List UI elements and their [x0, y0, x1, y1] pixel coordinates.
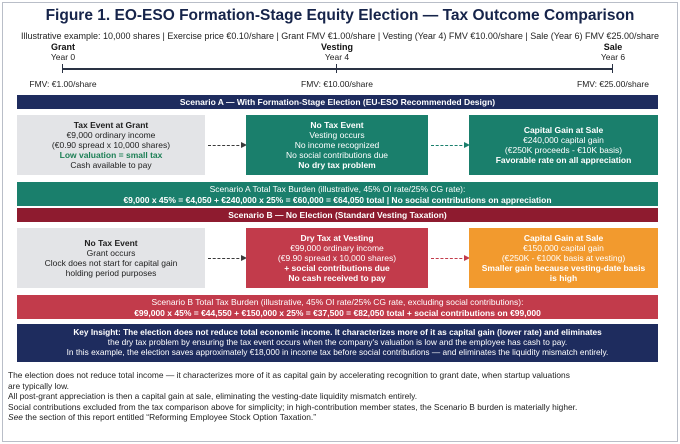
- timeline-label-vesting: Vesting Year 4: [292, 42, 382, 62]
- box-highlight: Low valuation = small tax: [59, 150, 163, 160]
- figure-subtitle: Illustrative example: 10,000 shares | Ex…: [20, 31, 659, 41]
- box-line: Cash available to pay: [70, 160, 152, 170]
- box-title: No Tax Event: [310, 120, 364, 130]
- figure-title: Figure 1. EO-ESO Formation-Stage Equity …: [45, 7, 635, 24]
- timeline-point-year: Year 6: [600, 52, 626, 62]
- box-line: No social contributions due: [285, 150, 389, 160]
- box-line: Grant occurs: [86, 248, 136, 258]
- scenario-a-sale-box: Capital Gain at Sale €240,000 capital ga…: [469, 115, 658, 175]
- timeline-point-name: Vesting: [320, 42, 353, 52]
- box-title: Capital Gain at Sale: [523, 125, 604, 135]
- timeline-fmv-sale: FMV: €25.00/share: [577, 79, 649, 89]
- scenario-b-total: Scenario B Total Tax Burden (illustrativ…: [17, 295, 658, 319]
- box-highlight: + social contributions due: [284, 263, 390, 273]
- total-heading: Scenario B Total Tax Burden (illustrativ…: [151, 297, 524, 307]
- total-calculation: €99,000 x 45% = €44,550 + €150,000 x 25%…: [134, 307, 541, 318]
- scenario-a-grant-box: Tax Event at Grant €9,000 ordinary incom…: [17, 115, 205, 175]
- box-highlight: is high: [549, 273, 578, 283]
- box-line: No income recognized: [294, 140, 380, 150]
- total-calculation: €9,000 x 45% = €4,050 + €240,000 x 25% =…: [123, 194, 552, 205]
- note-reference-text: the section of this report entitled “Ref…: [22, 412, 317, 423]
- box-highlight: No dry tax problem: [298, 160, 376, 170]
- key-insight-box: Key Insight: The election does not reduc…: [17, 324, 658, 362]
- box-title: Tax Event at Grant: [73, 120, 149, 130]
- box-line: (€250K - €100K basis at vesting): [501, 253, 626, 263]
- timeline-point-name: Grant: [50, 42, 75, 52]
- insight-line: the dry tax problem by ensuring the tax …: [107, 337, 568, 347]
- scenario-b-banner: Scenario B — No Election (Standard Vesti…: [17, 208, 658, 222]
- scenario-b-sale-box: Capital Gain at Sale €150,000 capital ga…: [469, 228, 658, 288]
- timeline-point-year: Year 0: [50, 52, 76, 62]
- timeline-axis: [62, 68, 613, 70]
- note-line: Social contributions excluded from the t…: [8, 401, 578, 412]
- note-see: See: [8, 412, 23, 423]
- arrow-b-vesting-to-sale: [431, 254, 470, 261]
- box-line: holding period purposes: [65, 268, 157, 278]
- timeline-point-year: Year 4: [324, 52, 350, 62]
- scenario-a-vesting-box: No Tax Event Vesting occurs No income re…: [246, 115, 428, 175]
- scenario-a-banner: Scenario A — With Formation-Stage Electi…: [17, 95, 658, 109]
- timeline-point-name: Sale: [603, 42, 623, 52]
- arrow-a-grant-to-vesting: [208, 141, 247, 148]
- box-line: Vesting occurs: [309, 130, 365, 140]
- box-line: Clock does not start for capital gain: [44, 258, 178, 268]
- box-title: No Tax Event: [84, 238, 138, 248]
- timeline-fmv-vesting: FMV: €10.00/share: [301, 79, 373, 89]
- box-line: (€0.90 spread x 10,000 shares): [51, 140, 171, 150]
- scenario-b-grant-box: No Tax Event Grant occurs Clock does not…: [17, 228, 205, 288]
- timeline-tick-vesting: [336, 64, 338, 73]
- box-line: €240,000 capital gain: [523, 135, 604, 145]
- figure-notes: The election does not reduce total incom…: [8, 370, 672, 423]
- timeline-fmv-grant: FMV: €1.00/share: [29, 79, 97, 89]
- box-line: €9,000 ordinary income: [66, 130, 156, 140]
- timeline-tick-sale: [612, 64, 614, 73]
- arrow-b-grant-to-vesting: [208, 254, 247, 261]
- box-highlight: Favorable rate on all appreciation: [495, 155, 632, 165]
- total-heading: Scenario A Total Tax Burden (illustrativ…: [209, 184, 466, 194]
- note-line: are typically low.: [8, 380, 69, 391]
- box-highlight: No cash received to pay: [288, 273, 386, 283]
- box-line: €99,000 ordinary income: [290, 243, 384, 253]
- box-line: €150,000 capital gain: [523, 243, 604, 253]
- note-line: The election does not reduce total incom…: [8, 370, 570, 380]
- box-title: Capital Gain at Sale: [523, 233, 604, 243]
- timeline-label-grant: Grant Year 0: [18, 42, 108, 62]
- box-line: (€9.90 spread x 10,000 shares): [277, 253, 397, 263]
- timeline-tick-grant: [62, 64, 64, 73]
- insight-line: Key Insight: The election does not reduc…: [73, 327, 602, 337]
- insight-line: In this example, the election saves appr…: [66, 347, 609, 357]
- scenario-a-total: Scenario A Total Tax Burden (illustrativ…: [17, 182, 658, 206]
- note-line: All post-grant appreciation is then a ca…: [8, 391, 418, 402]
- note-reference: See the section of this report entitled …: [8, 412, 672, 423]
- box-line: (€250K proceeds - €10K basis): [504, 145, 623, 155]
- timeline-label-sale: Sale Year 6: [568, 42, 658, 62]
- box-title: Dry Tax at Vesting: [300, 233, 374, 243]
- scenario-b-vesting-box: Dry Tax at Vesting €99,000 ordinary inco…: [246, 228, 428, 288]
- arrow-a-vesting-to-sale: [431, 141, 470, 148]
- box-highlight: Smaller gain because vesting-date basis: [481, 263, 646, 273]
